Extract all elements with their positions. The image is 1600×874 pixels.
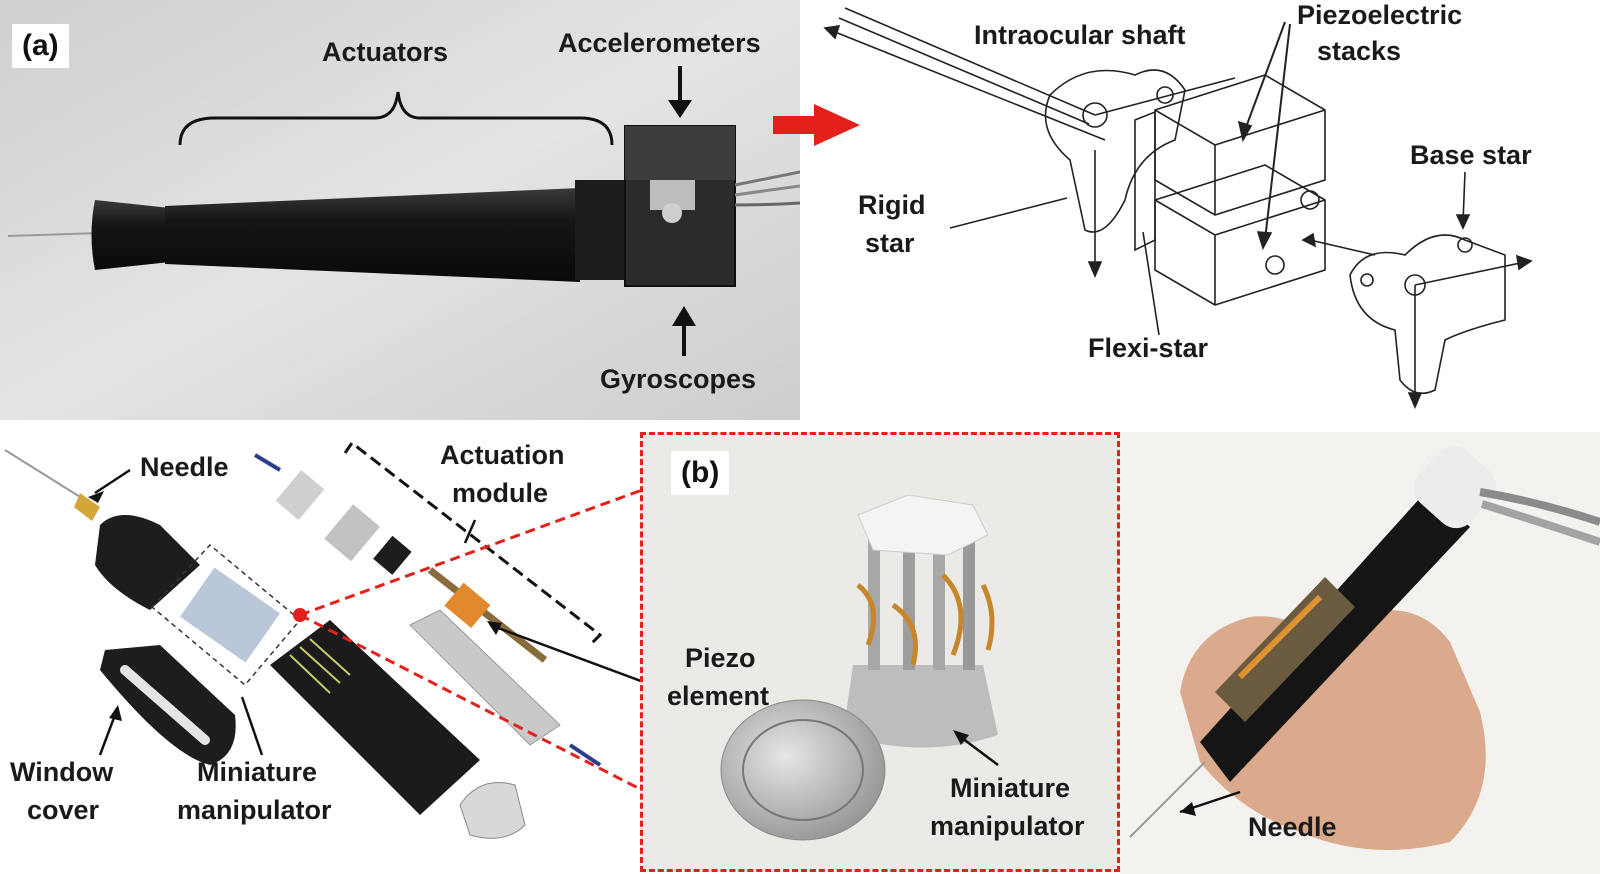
handheld-tool — [1200, 487, 1470, 782]
quarter-coin — [720, 699, 886, 841]
panel-b-tag: (b) — [671, 451, 730, 495]
manipulator-top — [857, 494, 989, 556]
panel-a-tag: (a) — [12, 24, 69, 68]
label-accelerometers: Accelerometers — [558, 28, 761, 58]
label-actuation-module-2: module — [452, 478, 549, 508]
label-miniature-manipulator-1: Miniature — [197, 757, 318, 787]
label-rigid-star-2: star — [865, 228, 915, 258]
label-needle-handheld: Needle — [1248, 812, 1337, 842]
end-cap — [459, 782, 526, 839]
label-window-cover-1: Window — [10, 757, 114, 787]
device-photo — [0, 0, 800, 420]
device-body — [165, 188, 580, 282]
flexi-star — [1134, 110, 1156, 252]
label-miniature-manipulator-2: manipulator — [177, 795, 332, 825]
panel-b-handheld: Needle — [1120, 432, 1600, 874]
device-tip — [91, 200, 170, 270]
manipulator-base — [843, 665, 998, 748]
label-piezo-element-1: Piezo — [685, 643, 756, 673]
panel-b-exploded: Needle Actuation module Window cover Min… — [0, 425, 640, 874]
rigid-star — [1044, 69, 1186, 233]
label-intraocular-shaft: Intraocular shaft — [974, 20, 1186, 50]
label-miniature-manipulator-inset-2: manipulator — [930, 811, 1085, 841]
panel-a-schematic: Intraocular shaft Piezoelectric stacks R… — [805, 0, 1600, 420]
base-star — [1349, 234, 1506, 395]
tip-housing — [95, 515, 200, 610]
panel-a-photo: (a) Actuators Accelerometers Gyroscopes — [0, 0, 800, 420]
piezo-stack-top — [1154, 74, 1326, 216]
label-rigid-star-1: Rigid — [858, 190, 926, 220]
schematic-drawing — [823, 7, 1533, 410]
label-miniature-manipulator-inset-1: Miniature — [950, 773, 1071, 803]
label-base-star: Base star — [1410, 140, 1532, 170]
label-needle-exploded: Needle — [140, 452, 229, 482]
manipulator-photo — [720, 494, 999, 841]
handheld-photo — [1120, 432, 1600, 874]
label-piezoelectric-stacks-1: Piezoelectric — [1297, 0, 1463, 30]
label-flexi-star: Flexi-star — [1088, 333, 1209, 363]
label-piezoelectric-stacks-2: stacks — [1317, 36, 1402, 66]
label-gyroscopes: Gyroscopes — [600, 364, 757, 394]
label-actuators: Actuators — [322, 37, 449, 67]
panel-b-inset: (b) Miniature manipulator — [640, 432, 1120, 872]
label-actuation-module-1: Actuation — [440, 440, 565, 470]
label-piezo-element-2: element — [667, 681, 770, 711]
actuators-brace — [178, 91, 614, 146]
label-window-cover-2: cover — [27, 795, 100, 825]
piezo-stack-bottom — [1154, 164, 1326, 306]
